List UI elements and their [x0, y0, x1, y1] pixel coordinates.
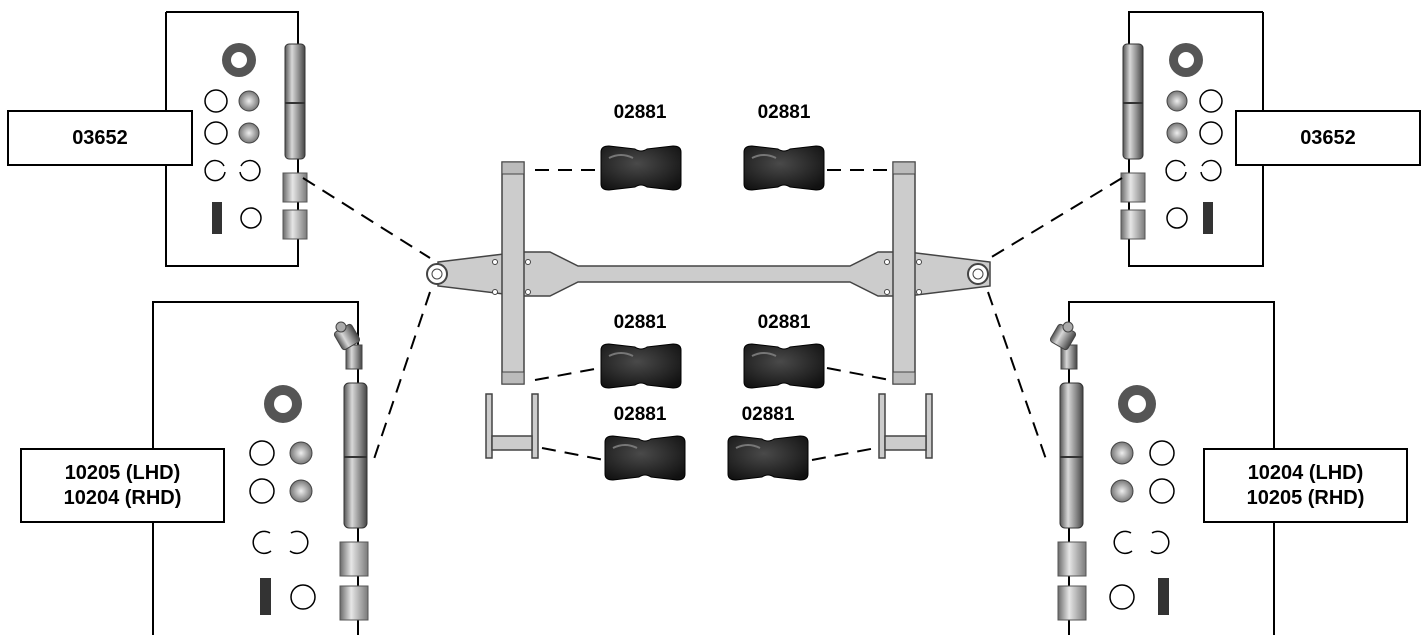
- thrust-washer-icon: [1110, 479, 1134, 503]
- leader-line: [826, 367, 891, 381]
- cotter-pin-icon: [1158, 578, 1169, 615]
- kit-code-line-2: 10204 (RHD): [63, 486, 182, 509]
- kit-label-bottom-right: 10204 (LHD) 10205 (RHD): [1203, 448, 1408, 523]
- cotter-pin-icon: [212, 202, 222, 234]
- axle-beam: [426, 161, 991, 385]
- circlip-icon: [1200, 159, 1222, 182]
- bush-sleeve-icon: [1120, 172, 1146, 203]
- seal-ring-icon: [1169, 43, 1203, 77]
- kit-box-outline: [165, 11, 299, 267]
- bush-sleeve-icon: [1120, 209, 1146, 240]
- thrust-washer-icon: [289, 479, 313, 503]
- kit-top-right: [1120, 11, 1264, 267]
- right-spring-hanger: [892, 161, 916, 385]
- bush-sleeve-icon: [339, 585, 369, 621]
- bush-sleeve-icon: [1057, 585, 1087, 621]
- cotter-pin-icon: [1203, 202, 1213, 234]
- circlip-icon: [289, 530, 309, 555]
- thrust-washer-icon: [1166, 122, 1188, 144]
- bushing-label-middle-right: 02881: [757, 312, 811, 333]
- leader-line: [371, 291, 431, 466]
- leader-line: [302, 177, 431, 259]
- king-pin-icon: [1122, 43, 1144, 160]
- o-ring-icon: [1149, 478, 1175, 504]
- rubber-bushing-icon: [727, 435, 809, 481]
- thrust-washer-icon: [289, 441, 313, 465]
- grease-nipple-icon: [1049, 321, 1078, 370]
- o-ring-icon: [249, 478, 275, 504]
- circlip-icon: [1150, 530, 1170, 555]
- circlip-icon: [1113, 530, 1133, 555]
- kit-code-line-2: 10205 (RHD): [1246, 486, 1365, 509]
- thrust-washer-icon: [1166, 90, 1188, 112]
- o-ring-icon: [1199, 121, 1223, 145]
- leader-lines: [302, 169, 1123, 466]
- cotter-pin-icon: [260, 578, 271, 615]
- bush-sleeve-icon: [339, 541, 369, 577]
- seal-ring-icon: [222, 43, 256, 77]
- kit-label-bottom-left: 10205 (LHD) 10204 (RHD): [20, 448, 225, 523]
- o-ring-icon: [1149, 440, 1175, 466]
- o-ring-icon: [1166, 207, 1188, 229]
- thrust-washer-icon: [1110, 441, 1134, 465]
- bush-sleeve-icon: [282, 172, 308, 203]
- bushing-label-lower-left: 02881: [613, 404, 667, 425]
- king-pin-icon: [284, 43, 306, 160]
- bushings-layer: [600, 145, 825, 481]
- o-ring-icon: [290, 584, 316, 610]
- o-ring-icon: [240, 207, 262, 229]
- seal-ring-icon: [264, 385, 302, 423]
- kit-code: 03652: [1300, 126, 1356, 149]
- kit-bottom-left: [152, 301, 369, 635]
- rubber-bushing-icon: [743, 145, 825, 191]
- kit-code-line-1: 10205 (LHD): [64, 461, 181, 484]
- kit-top-left: [165, 11, 308, 267]
- circlip-icon: [1165, 159, 1187, 182]
- bushing-label-lower-right: 02881: [741, 404, 795, 425]
- o-ring-icon: [204, 121, 228, 145]
- kit-code: 03652: [72, 126, 128, 149]
- grease-nipple-icon: [333, 321, 363, 370]
- leader-line: [989, 177, 1123, 259]
- rubber-bushing-icon: [743, 343, 825, 389]
- leader-line: [541, 447, 605, 461]
- circlip-icon: [239, 159, 261, 182]
- kit-label-top-left: 03652: [7, 110, 193, 166]
- o-ring-icon: [249, 440, 275, 466]
- circlip-icon: [204, 159, 226, 182]
- bushing-label-upper-left: 02881: [613, 102, 667, 123]
- rubber-bushing-icon: [600, 145, 682, 191]
- kit-bottom-right: [1049, 301, 1275, 635]
- leader-line: [987, 291, 1049, 466]
- bush-sleeve-icon: [1057, 541, 1087, 577]
- left-spring-hanger: [501, 161, 525, 385]
- thrust-washer-icon: [238, 122, 260, 144]
- bushing-label-middle-left: 02881: [613, 312, 667, 333]
- leader-line: [811, 447, 877, 461]
- king-pin-icon: [1059, 382, 1084, 529]
- bushing-label-upper-right: 02881: [757, 102, 811, 123]
- leader-line: [534, 367, 601, 381]
- o-ring-icon: [1109, 584, 1135, 610]
- left-shackle: [485, 393, 539, 459]
- thrust-washer-icon: [238, 90, 260, 112]
- circlip-icon: [252, 530, 272, 555]
- king-pin-icon: [343, 382, 368, 529]
- kit-label-top-right: 03652: [1235, 110, 1421, 166]
- kit-code-line-1: 10204 (LHD): [1247, 461, 1364, 484]
- bush-sleeve-icon: [282, 209, 308, 240]
- o-ring-icon: [1199, 89, 1223, 113]
- rubber-bushing-icon: [600, 343, 682, 389]
- right-shackle: [878, 393, 933, 459]
- o-ring-icon: [204, 89, 228, 113]
- rubber-bushing-icon: [604, 435, 686, 481]
- kit-box-outline: [1128, 11, 1264, 267]
- seal-ring-icon: [1118, 385, 1156, 423]
